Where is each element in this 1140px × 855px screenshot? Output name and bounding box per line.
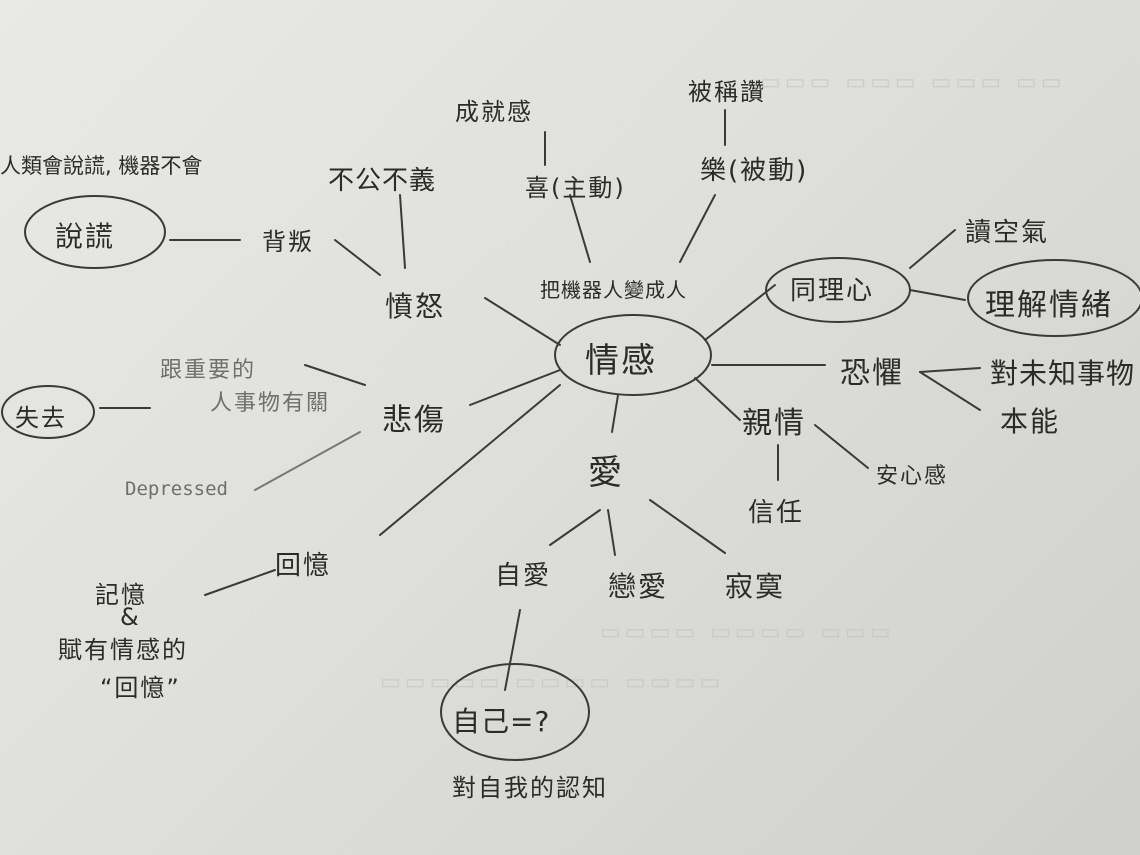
node-kinship: 親情: [742, 406, 806, 441]
bleed-through-text: ▭▭▭▭ ▭▭▭▭ ▭▭▭: [600, 620, 895, 645]
node-joy: 喜(主動): [525, 174, 626, 202]
node-ampersand: &: [120, 603, 141, 631]
node-security: 安心感: [876, 464, 949, 489]
central-topic: 情感: [585, 341, 657, 381]
node-trust: 信任: [748, 498, 805, 528]
node-memory: 記憶: [95, 581, 147, 609]
node-achievement: 成就感: [455, 98, 533, 126]
node-anger: 憤怒: [385, 290, 446, 323]
node-self-love: 自愛: [495, 561, 552, 591]
node-fear: 恐懼: [840, 356, 904, 391]
node-emotional: 賦有情感的: [58, 636, 188, 664]
node-self-question: 自己=?: [452, 705, 551, 738]
node-injustice: 不公不義: [328, 166, 437, 196]
node-quoted-recollection: “回憶”: [100, 674, 181, 702]
node-unknown-things: 對未知事物: [990, 357, 1136, 390]
node-pleasure: 樂(被動): [700, 156, 809, 186]
node-read-the-air: 讀空氣: [965, 218, 1050, 248]
node-important: 跟重要的: [160, 358, 257, 383]
node-loss: 失去: [15, 404, 67, 432]
node-lying: 說謊: [55, 220, 116, 253]
node-related-things: 人事物有關: [210, 391, 331, 416]
node-recollection: 回憶: [275, 551, 332, 581]
node-empathy: 同理心: [790, 276, 875, 306]
node-understand-emotion: 理解情緒: [985, 288, 1113, 323]
node-love: 愛: [588, 453, 624, 493]
bleed-through-text: ▭▭▭▭▭ ▭▭▭▭ ▭▭▭▭: [380, 670, 725, 695]
node-sadness: 悲傷: [382, 403, 446, 438]
node-betrayal: 背叛: [262, 228, 314, 256]
bleed-through-text: ▭▭▭ ▭▭▭ ▭▭▭ ▭▭: [760, 70, 1066, 95]
node-humans-lie: 人類會說謊, 機器不會: [0, 154, 203, 178]
node-depressed: Depressed: [125, 478, 228, 500]
node-romance: 戀愛: [608, 570, 669, 603]
node-self-cognition: 對自我的認知: [452, 774, 608, 802]
node-loneliness: 寂寞: [725, 570, 786, 603]
topic-caption: 把機器人變成人: [540, 278, 687, 302]
node-instinct: 本能: [1000, 405, 1061, 438]
node-praised: 被稱讚: [688, 78, 766, 106]
